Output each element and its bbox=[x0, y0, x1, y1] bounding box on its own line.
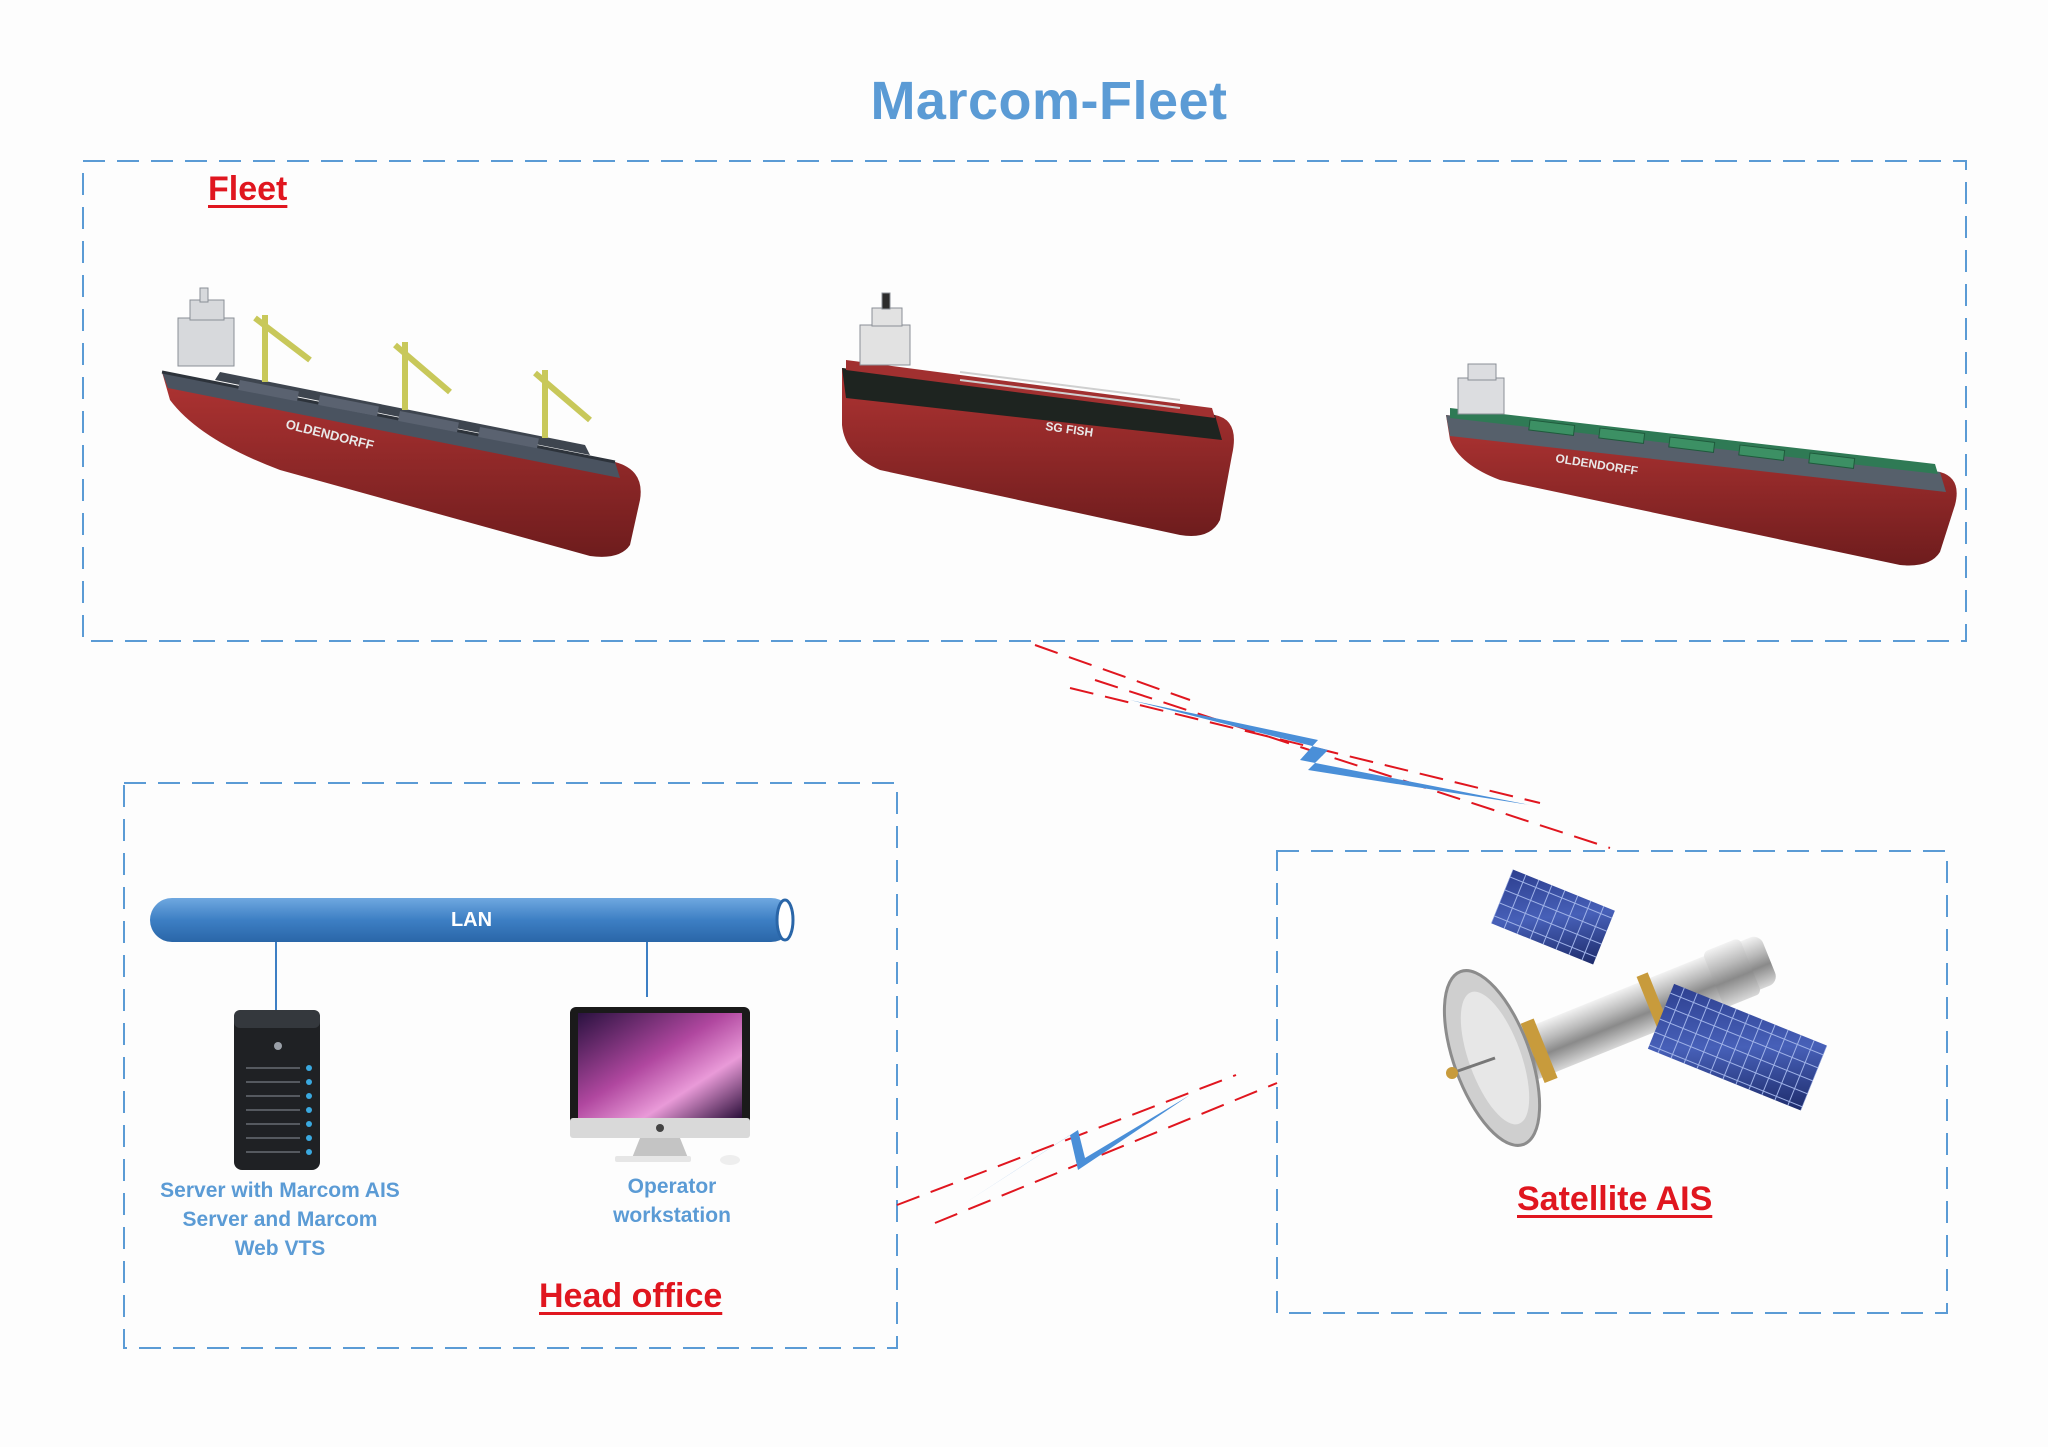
workstation-caption-line: Operator bbox=[627, 1175, 717, 1198]
lan-label: LAN bbox=[450, 909, 493, 931]
server-tower-icon bbox=[234, 1010, 320, 1170]
bulk-carrier-icon: OLDENDORFF bbox=[1446, 363, 1957, 566]
lightning-link-icon bbox=[962, 1095, 1190, 1205]
server-caption-line: Server and Marcom bbox=[182, 1208, 378, 1231]
ship-2-hull-text: SG FISH bbox=[1045, 419, 1094, 440]
satellite-ais-label: Satellite AIS bbox=[1517, 1180, 1713, 1218]
head-office-zone-box bbox=[123, 782, 898, 1349]
fleet-label: Fleet bbox=[208, 170, 288, 208]
server-caption-line: Web VTS bbox=[234, 1237, 326, 1260]
lan-bus bbox=[150, 898, 795, 1010]
tanker-ship-icon: SG FISH bbox=[842, 292, 1234, 536]
satellite-icon bbox=[1442, 869, 1828, 1147]
office-satellite-link bbox=[896, 1074, 1278, 1224]
desktop-monitor-icon bbox=[570, 1007, 750, 1165]
workstation-caption-line: workstation bbox=[613, 1204, 731, 1227]
head-office-label: Head office bbox=[539, 1277, 723, 1315]
diagram-title: Marcom-Fleet bbox=[870, 71, 1228, 131]
workstation-caption: Operator workstation bbox=[572, 1172, 772, 1230]
server-caption: Server with Marcom AIS Server and Marcom… bbox=[130, 1176, 430, 1263]
satellite-zone-box bbox=[1276, 850, 1948, 1314]
server-caption-line: Server with Marcom AIS bbox=[160, 1179, 400, 1202]
fleet-zone-box bbox=[82, 160, 1967, 642]
fleet-satellite-link bbox=[1034, 644, 1611, 849]
cargo-ship-icon: OLDENDORFF bbox=[161, 287, 641, 557]
